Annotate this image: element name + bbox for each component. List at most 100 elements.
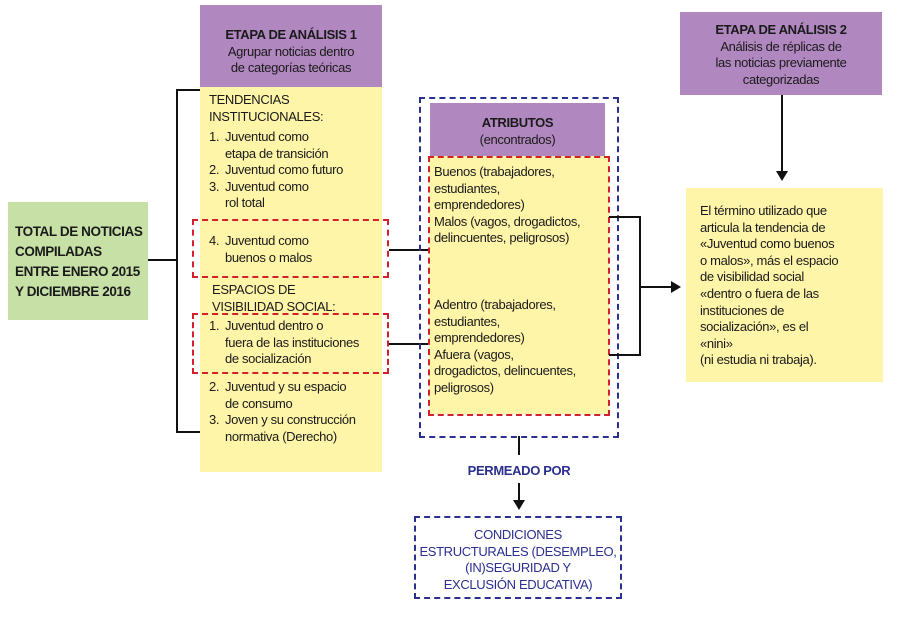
arrow-down-icon [776,171,788,181]
text-line: de visibilidad social [700,269,804,285]
text-line: de socialización [225,351,312,367]
stage1-body [200,87,382,472]
connector-line [176,431,200,433]
item-number: Juventud como futuro [225,162,343,179]
text-line: CONDICIONES [474,527,562,542]
heading-line: ESPACIOS DE [212,282,296,297]
total-line: Y DICIEMBRE 2016 [15,284,131,299]
connector-line [389,343,428,345]
text-line: Malos (vagos, drogadictos, [434,213,581,229]
text-line: Juventud dentro o [225,318,324,333]
arrow-line [640,286,672,288]
heading-line: VISIBILIDAD SOCIAL: [212,298,336,314]
arrow-right-icon [671,281,681,293]
total-news-box: TOTAL DE NOTICIAS COMPILADAS ENTRE ENERO… [8,202,148,320]
text-line: Adentro (trabajadores, [434,297,556,312]
connector-line [148,259,177,261]
text-line: Juventud como [225,129,309,144]
stage2-title: ETAPA DE ANÁLISIS 2 [715,22,847,37]
text-line: ESTRUCTURALES (DESEMPLEO, [419,543,617,559]
text-line: peligrosos) [434,379,494,395]
total-line: TOTAL DE NOTICIAS [15,224,143,239]
atributos-highlight-box [428,156,610,416]
stage2-subtitle: las noticias previamente [715,55,847,71]
text-line: buenos o malos [225,249,312,265]
list-item: 2. Juventud como futuro [209,162,343,179]
text-line: emprendedores) [434,330,525,346]
atributos-body [429,156,609,414]
atributos-header: ATRIBUTOS (encontrados) [430,103,605,156]
stage2-subtitle: categorizadas [742,71,820,87]
text-line: 3. [209,412,220,428]
stage2-subtitle: Análisis de réplicas de [720,38,842,54]
stage2-header: ETAPA DE ANÁLISIS 2 Análisis de réplicas… [680,12,882,95]
atributos-group-buenos-malos: Buenos (trabajadores,estudiantes,emprend… [434,164,581,247]
text-line: estudiantes, [434,313,500,329]
text-line: instituciones de [700,302,785,318]
text-line: Juventud y su espacio [225,379,347,394]
text-line: fuera de las instituciones [225,334,359,350]
total-line: ENTRE ENERO 2015 [15,264,140,279]
stage1-subtitle: de categorías teóricas [230,60,352,76]
text-line: Afuera (vagos, [434,346,514,362]
atributos-title: ATRIBUTOS [481,115,554,130]
text-line: Buenos (trabajadores, [434,164,555,179]
text-line: etapa de transición [225,145,329,161]
text-line: (IN)SEGURIDAD Y [465,560,571,576]
heading-line: TENDENCIAS [209,92,290,107]
arrow-line [781,95,783,172]
stage1-header: ETAPA DE ANÁLISIS 1 Agrupar noticias den… [200,5,382,87]
connector-line [176,89,200,91]
text-line: «Juventud como buenos [700,236,835,252]
connector-line [176,89,178,433]
text-line: 1. [209,318,220,333]
text-line: delincuentes, peligrosos) [434,230,570,246]
permeado-label: PERMEADO POR [467,463,571,478]
text-line: 3. [209,178,220,194]
text-line: drogadictos, delincuentes, [434,363,576,379]
text-line: de consumo [225,395,293,411]
espacios-heading: ESPACIOS DE VISIBILIDAD SOCIAL: [212,282,336,315]
atributos-subtitle: (encontrados) [479,131,556,147]
text-line: o malos», más el espacio [700,252,839,268]
text-line: socialización», es el [700,319,809,335]
stage1-subtitle: Agrupar noticias dentro [227,43,355,59]
connector-line [389,249,428,251]
text-line: 2. [209,379,220,394]
text-line: «nini» [700,335,733,351]
tendencias-heading: TENDENCIAS INSTITUCIONALES: [209,92,324,125]
stage1-title: ETAPA DE ANÁLISIS 1 [225,27,357,42]
atributos-group-adentro-afuera: Adentro (trabajadores,estudiantes,empren… [434,297,576,397]
text-line: emprendedores) [434,197,525,213]
connector-line [609,216,640,218]
text-line: Juventud como [225,178,309,194]
connector-line [518,436,520,455]
text-line: 2. [209,162,220,178]
text-line: «dentro o fuera de las [700,285,819,301]
text-line: EXCLUSIÓN EDUCATIVA) [443,576,593,592]
text-line: (ni estudia ni trabaja). [700,352,817,368]
text-line: 4. [209,233,220,248]
heading-line: INSTITUCIONALES: [209,108,324,124]
text-line: Joven y su construcción [225,412,356,428]
text-line: rol total [225,195,265,211]
arrow-down-icon [513,500,525,510]
text-line: Juventud como [225,233,309,248]
text-line: 1. [209,129,220,144]
text-line: articula la tendencia de [700,219,826,235]
text-line: normativa (Derecho) [225,428,337,444]
